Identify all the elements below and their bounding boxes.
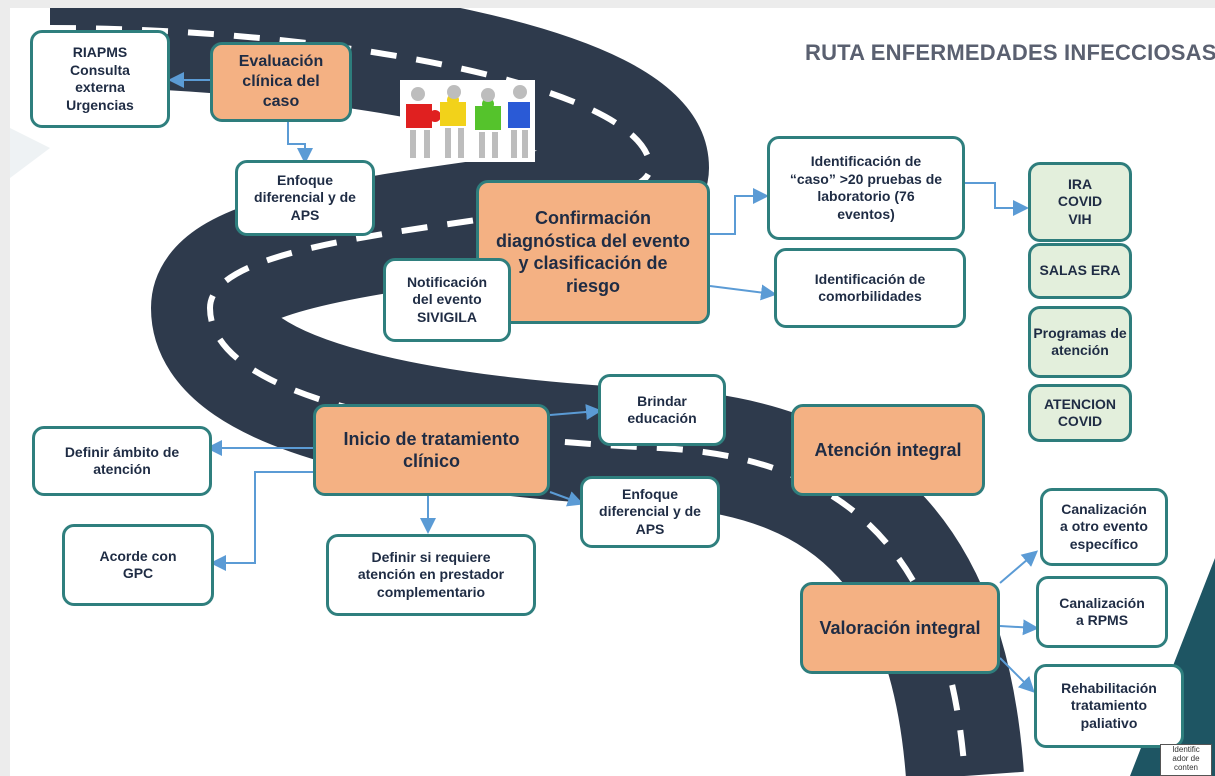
- enfoque-aps-box-2: Enfoque diferencial y de APS: [580, 476, 720, 548]
- programas-atencion-label: Programas de atención: [1033, 324, 1127, 359]
- atencion-integral-box: Atención integral: [791, 404, 985, 496]
- definir-ambito-box: Definir ámbito de atención: [32, 426, 212, 496]
- identificacion-caso-box: Identificación de “caso” >20 pruebas de …: [767, 136, 965, 240]
- puzzle-people-image: [400, 80, 535, 162]
- evaluacion-box: Evaluación clínica del caso: [210, 42, 352, 122]
- enfoque-aps-box-1: Enfoque diferencial y de APS: [235, 160, 375, 236]
- acorde-gpc-box: Acorde con GPC: [62, 524, 214, 606]
- riapms-box: RIAPMS Consulta externa Urgencias: [30, 30, 170, 128]
- ira-covid-vih-label: IRA COVID VIH: [1057, 175, 1103, 227]
- brindar-educacion-label: Brindar educación: [627, 392, 697, 427]
- riapms-label: RIAPMS Consulta externa Urgencias: [66, 44, 134, 113]
- page-title: RUTA ENFERMEDADES INFECCIOSAS: [805, 40, 1215, 65]
- corner-decor: [10, 128, 50, 178]
- evaluacion-label: Evaluación clínica del caso: [238, 53, 324, 110]
- connectors: [168, 72, 1039, 693]
- brindar-educacion-box: Brindar educación: [598, 374, 726, 446]
- identificacion-comorbilidades-label: Identificación de comorbilidades: [814, 270, 926, 305]
- definir-si-box: Definir si requiere atención en prestado…: [326, 534, 536, 616]
- confirmacion-label: Confirmación diagnóstica del evento y cl…: [495, 208, 691, 296]
- content-id-label: Identific ador de conten: [1160, 744, 1212, 776]
- canalizacion-evento-box: Canalización a otro evento específico: [1040, 488, 1168, 566]
- definir-si-label: Definir si requiere atención en prestado…: [357, 548, 505, 600]
- canalizacion-rpms-label: Canalización a RPMS: [1059, 594, 1145, 629]
- atencion-covid-label: ATENCION COVID: [1043, 395, 1117, 430]
- enfoque-aps-label-2: Enfoque diferencial y de APS: [599, 485, 701, 537]
- inicio-tratamiento-label: Inicio de tratamiento clínico: [343, 428, 520, 472]
- rehabilitacion-box: Rehabilitación tratamiento paliativo: [1034, 664, 1184, 748]
- identificacion-comorbilidades-box: Identificación de comorbilidades: [774, 248, 966, 328]
- atencion-integral-label: Atención integral: [814, 439, 962, 460]
- ira-covid-vih-box: IRA COVID VIH: [1028, 162, 1132, 242]
- enfoque-aps-label-1: Enfoque diferencial y de APS: [254, 171, 356, 223]
- notificacion-label: Notificación del evento SIVIGILA: [406, 273, 488, 325]
- rehabilitacion-label: Rehabilitación tratamiento paliativo: [1061, 679, 1157, 731]
- atencion-covid-box: ATENCION COVID: [1028, 384, 1132, 442]
- programas-atencion-box: Programas de atención: [1028, 306, 1132, 378]
- acorde-gpc-label: Acorde con GPC: [99, 547, 177, 582]
- notificacion-box: Notificación del evento SIVIGILA: [383, 258, 511, 342]
- canalizacion-rpms-box: Canalización a RPMS: [1036, 576, 1168, 648]
- slide: RUTA ENFERMEDADES INFECCIOSAS RIAPMS Con…: [10, 8, 1215, 776]
- confirmacion-box: Confirmación diagnóstica del evento y cl…: [476, 180, 710, 324]
- salas-era-label: SALAS ERA: [1039, 262, 1121, 279]
- salas-era-box: SALAS ERA: [1028, 243, 1132, 299]
- inicio-tratamiento-box: Inicio de tratamiento clínico: [313, 404, 550, 496]
- identificacion-caso-label: Identificación de “caso” >20 pruebas de …: [789, 153, 943, 222]
- valoracion-integral-label: Valoración integral: [819, 617, 981, 638]
- valoracion-integral-box: Valoración integral: [800, 582, 1000, 674]
- canalizacion-evento-label: Canalización a otro evento específico: [1060, 500, 1148, 552]
- definir-ambito-label: Definir ámbito de atención: [64, 443, 180, 478]
